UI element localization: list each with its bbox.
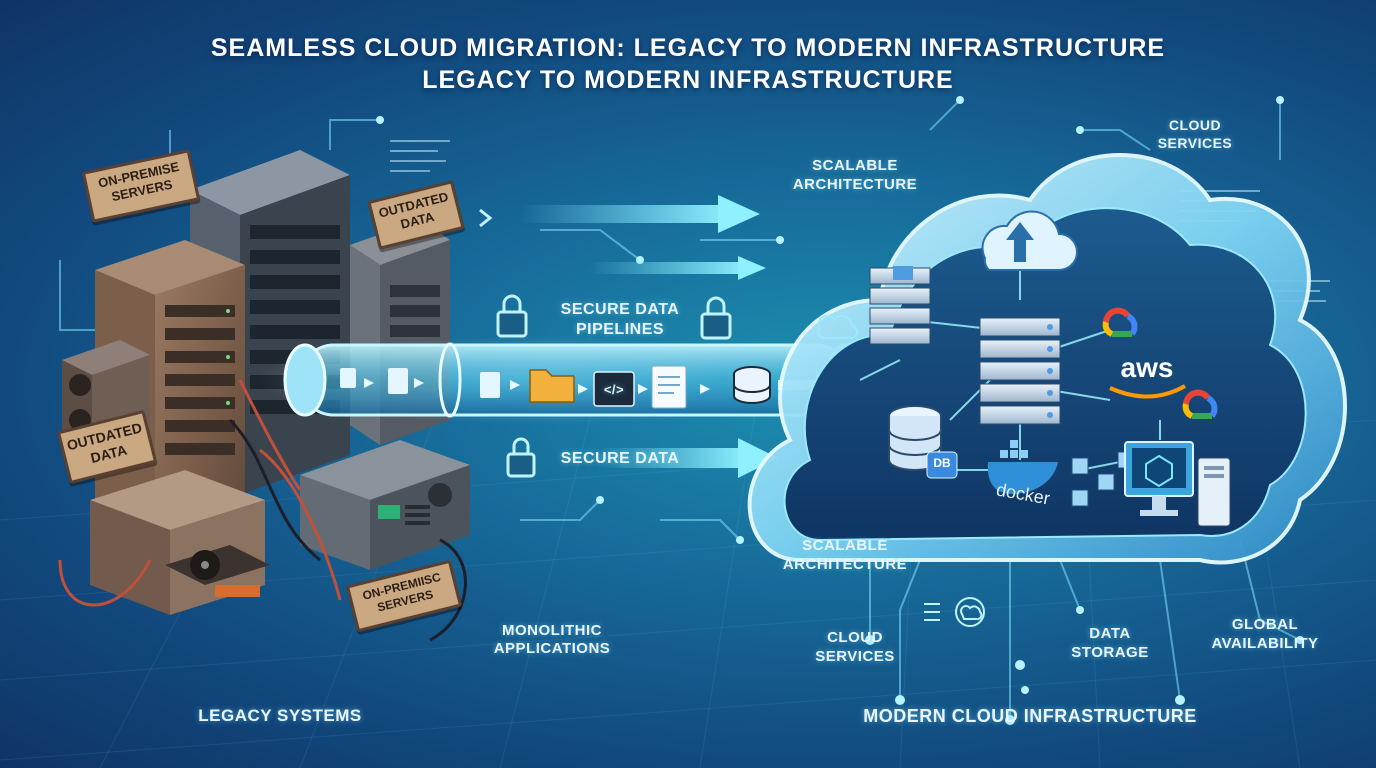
padlock-right bbox=[700, 296, 732, 340]
code-file-glyph: </> bbox=[603, 382, 625, 397]
upload-cloud-icon bbox=[981, 210, 1078, 271]
google-cloud-logo-top bbox=[1102, 307, 1138, 337]
cloud-database-icon bbox=[888, 405, 958, 479]
db-badge: DB bbox=[933, 456, 951, 470]
folder-icon bbox=[529, 369, 575, 403]
arrow-secure-data bbox=[600, 438, 778, 478]
docker-whale-icon bbox=[987, 440, 1058, 494]
cloud-infrastructure bbox=[747, 153, 1347, 565]
aws-smile-icon bbox=[1109, 384, 1186, 399]
label-cloud-services-top: CLOUD SERVICES bbox=[1157, 117, 1233, 151]
server-stack-center bbox=[979, 317, 1061, 425]
arrow-upper bbox=[520, 195, 760, 233]
padlock-icons bbox=[496, 294, 732, 478]
data-pipeline bbox=[255, 336, 865, 424]
arrow-middle-left bbox=[590, 256, 766, 280]
page-subtitle: LEGACY TO MODERN INFRASTRUCTURE bbox=[422, 66, 954, 94]
server-stack-left bbox=[869, 266, 931, 345]
label-modern-cloud-infrastructure: MODERN CLOUD INFRASTRUCTURE bbox=[863, 706, 1197, 726]
label-secure-data: SECURE DATA bbox=[560, 450, 680, 467]
label-global-availability: GLOBAL AVAILABILITY bbox=[1211, 616, 1319, 652]
aws-logo: aws bbox=[1120, 352, 1174, 383]
padlock-left bbox=[496, 294, 528, 338]
small-cloud-icon bbox=[817, 314, 859, 340]
bottom-mini-icons bbox=[924, 597, 985, 627]
label-scalable-architecture-top: SCALABLE ARCHITECTURE bbox=[792, 157, 918, 193]
code-file-icon bbox=[593, 371, 635, 407]
legacy-disc-drive bbox=[90, 470, 270, 615]
small-chevron-icon bbox=[479, 208, 493, 228]
label-data-storage: DATA STORAGE bbox=[1071, 625, 1149, 661]
label-cloud-services-bottom: CLOUD SERVICES bbox=[815, 629, 895, 665]
page-title: SEAMLESS CLOUD MIGRATION: LEGACY TO MODE… bbox=[210, 34, 1166, 62]
database-icon bbox=[733, 366, 771, 404]
label-legacy-systems: LEGACY SYSTEMS bbox=[198, 706, 362, 725]
label-monolithic-applications: MONOLITHIC APPLICATIONS bbox=[493, 622, 611, 657]
padlock-secure-data bbox=[506, 437, 536, 478]
google-cloud-logo-right bbox=[1182, 389, 1218, 419]
label-scalable-architecture-bottom: SCALABLE ARCHITECTURE bbox=[782, 537, 908, 573]
monitor-icon bbox=[1124, 441, 1194, 516]
label-secure-data-pipelines: SECURE DATA PIPELINES bbox=[560, 301, 680, 338]
legacy-cables bbox=[58, 379, 342, 607]
document-icon bbox=[651, 365, 687, 409]
pc-tower-icon bbox=[1197, 457, 1231, 527]
